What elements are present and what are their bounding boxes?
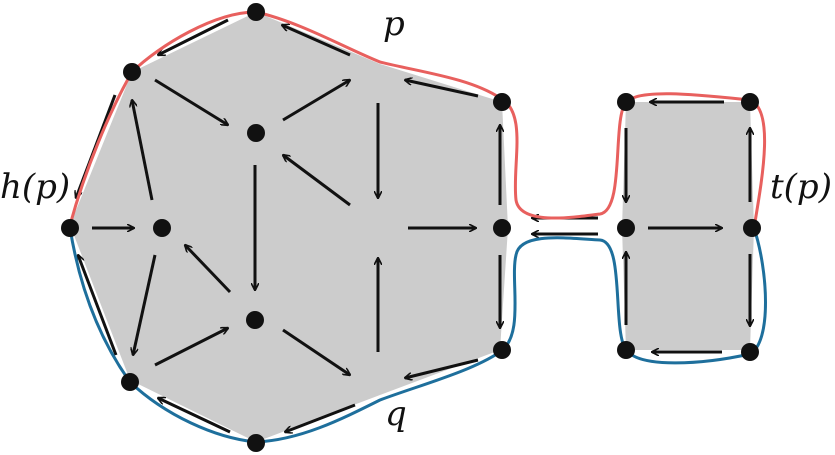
vertex <box>493 341 511 359</box>
vertex <box>153 219 171 237</box>
arrow-b1 <box>158 18 229 57</box>
right-region <box>622 102 754 350</box>
left-region <box>70 12 508 442</box>
vertices <box>61 3 761 452</box>
arrow-b3 <box>405 80 479 98</box>
vertex <box>743 219 761 237</box>
path-p <box>68 10 767 229</box>
vertex <box>247 3 265 21</box>
arrow-b6 <box>158 396 231 434</box>
vertex <box>493 219 511 237</box>
vertex <box>123 63 141 81</box>
arrow-i9 <box>133 254 157 355</box>
arrow-b2 <box>282 25 351 57</box>
label-h-of-p: h(p) <box>0 167 70 207</box>
vertex <box>493 93 511 111</box>
arrow-i10 <box>154 326 228 367</box>
arrow-b8 <box>405 358 479 378</box>
arrow-i4 <box>283 155 351 207</box>
arrow-i2 <box>282 80 350 122</box>
vertex <box>617 93 635 111</box>
vertex <box>246 311 264 329</box>
arrow-b7 <box>285 403 356 432</box>
path-q <box>68 227 767 444</box>
label-p: p <box>383 4 405 44</box>
vertex <box>247 434 265 452</box>
vertex <box>121 373 139 391</box>
vertex <box>617 341 635 359</box>
vertex <box>61 219 79 237</box>
label-t-of-p: t(p) <box>770 167 832 207</box>
vertex <box>741 93 759 111</box>
arrow-i1 <box>154 78 228 125</box>
label-q: q <box>385 394 407 434</box>
arrow-b5 <box>78 255 118 356</box>
arrow-i11 <box>282 328 350 375</box>
arrow-i8 <box>185 245 232 294</box>
vertex <box>741 343 759 361</box>
arrow-i6 <box>132 100 154 201</box>
vertex <box>247 124 265 142</box>
vertex <box>617 219 635 237</box>
